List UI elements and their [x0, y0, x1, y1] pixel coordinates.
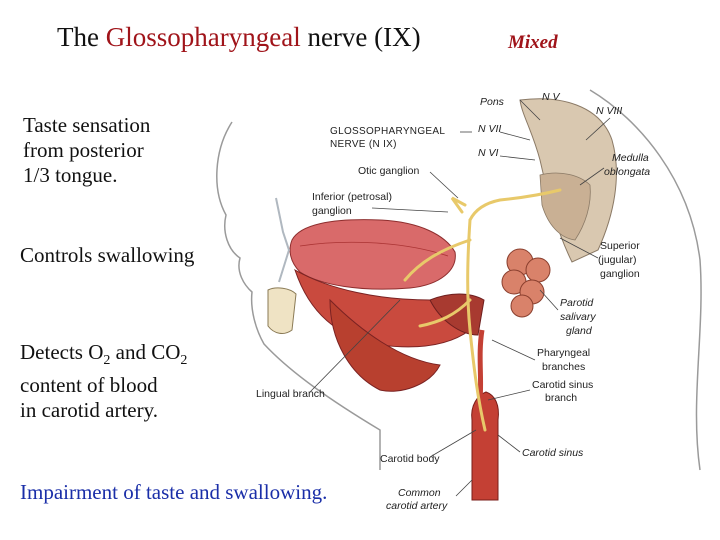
- parotid-gland-shape: [501, 248, 551, 318]
- tongue-groove: [299, 241, 449, 257]
- swallow-function-text: Controls swallowing: [20, 243, 195, 267]
- hyoid-muscle-shape: [329, 298, 441, 392]
- leader-lines: [309, 99, 611, 497]
- tongue-shape: [289, 219, 456, 290]
- detect-line-1: Detects O2 and CO2: [20, 340, 187, 373]
- label-superior-1: Superior: [600, 240, 640, 252]
- label-glosso-1: GLOSSOPHARYNGEAL: [330, 126, 445, 137]
- label-inferior-2: ganglion: [312, 205, 352, 217]
- glossopharyngeal-nerve-path: [403, 188, 562, 432]
- label-lingual: Lingual branch: [256, 388, 325, 400]
- label-nv: N V: [542, 91, 561, 103]
- lip-outline: [275, 197, 291, 283]
- taste-function-text: Taste sensation from posterior 1/3 tongu…: [23, 113, 150, 188]
- label-parotid-1: Parotid: [560, 297, 594, 309]
- neck-outline: [589, 89, 702, 471]
- title-highlight: Glossopharyngeal: [105, 22, 301, 52]
- label-nvii: N VII: [478, 123, 501, 135]
- label-parotid-2: salivary: [560, 311, 596, 323]
- medulla-shape: [539, 172, 591, 241]
- label-pharyngeal-2: branches: [542, 361, 585, 373]
- detect-co2-text: and CO: [110, 340, 181, 364]
- diagram-labels: Pons N V N VIII N VII N VI GLOSSOPHARYNG…: [256, 91, 650, 512]
- title-prefix: The: [57, 22, 106, 52]
- label-pons: Pons: [480, 96, 505, 108]
- label-carotid-sinus: Carotid sinus: [522, 447, 584, 459]
- label-glosso-2: NERVE (N IX): [330, 139, 397, 150]
- label-common-2: carotid artery: [386, 500, 448, 512]
- title-suffix: nerve (IX): [300, 22, 421, 52]
- detect-function-text: Detects O2 and CO2 content of blood in c…: [20, 340, 187, 423]
- label-superior-3: ganglion: [600, 268, 640, 280]
- label-common-1: Common: [398, 487, 441, 499]
- label-carotid-body: Carotid body: [380, 453, 440, 465]
- taste-line-2: from posterior: [23, 138, 144, 162]
- label-superior-2: (jugular): [598, 254, 637, 266]
- mandible-shape: [267, 287, 297, 334]
- taste-line-3: 1/3 tongue.: [23, 163, 118, 187]
- mixed-tag: Mixed: [508, 32, 558, 53]
- label-medulla-1: Medulla: [612, 152, 649, 164]
- label-carotid-sinus-branch-2: branch: [545, 392, 577, 404]
- detect-line-3: in carotid artery.: [20, 398, 158, 423]
- label-nvi: N VI: [478, 147, 499, 159]
- impairment-text: Impairment of taste and swallowing.: [20, 480, 328, 504]
- o2-subscript: 2: [103, 353, 111, 369]
- nerve-anatomy-diagram: Pons N V N VIII N VII N VI GLOSSOPHARYNG…: [216, 89, 702, 512]
- carotid-artery-shape: [471, 391, 499, 501]
- label-pharyngeal-1: Pharyngeal: [537, 347, 590, 359]
- slide-title: The Glossopharyngeal nerve (IX): [57, 22, 421, 53]
- internal-carotid-shape: [477, 329, 485, 401]
- detect-o2-text: Detects O: [20, 340, 104, 364]
- label-parotid-3: gland: [566, 325, 593, 337]
- label-nviii: N VIII: [596, 105, 622, 117]
- co2-subscript: 2: [180, 353, 188, 369]
- detect-line-2: content of blood: [20, 373, 158, 398]
- label-medulla-2: oblongata: [604, 166, 650, 178]
- label-otic: Otic ganglion: [358, 165, 419, 177]
- taste-line-1: Taste sensation: [23, 113, 151, 137]
- label-carotid-sinus-branch-1: Carotid sinus: [532, 379, 593, 391]
- label-inferior-1: Inferior (petrosal): [312, 191, 392, 203]
- head-outline: [216, 121, 381, 470]
